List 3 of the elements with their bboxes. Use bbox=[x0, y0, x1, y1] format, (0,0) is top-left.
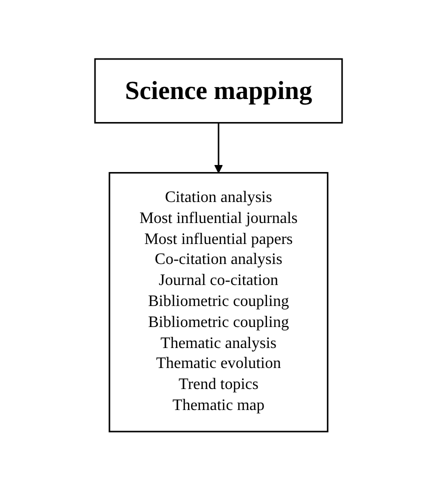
arrow bbox=[214, 122, 223, 173]
node-box: Science mapping bbox=[94, 58, 343, 124]
node-box: Citation analysis Most influential journals Most influential papers Co-citation analysis Journal co-citation Bibliometric coupling Bibliometric coupling Thematic analysis Thematic evolution Trend topics Thematic map bbox=[108, 172, 328, 432]
